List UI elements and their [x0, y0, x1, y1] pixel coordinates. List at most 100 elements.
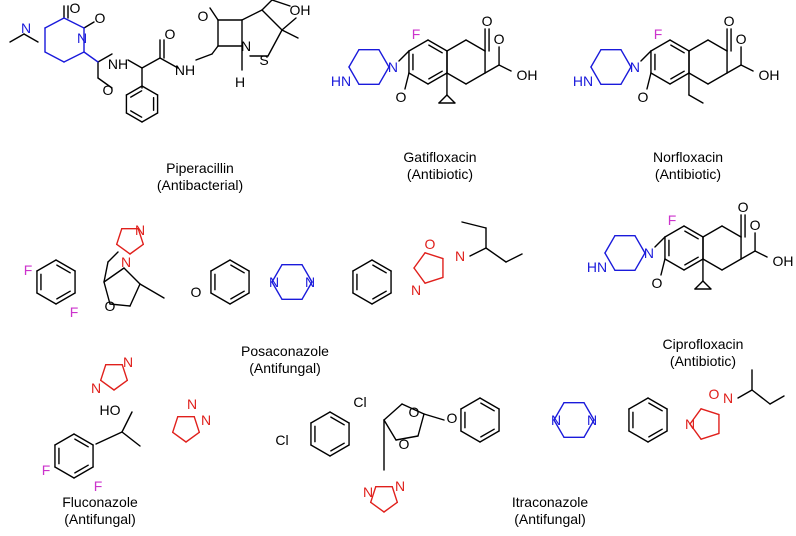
bond: [683, 225, 704, 238]
atom-label: O: [409, 404, 420, 420]
atom-label: OH: [517, 67, 538, 83]
bond: [684, 256, 699, 266]
bond: [670, 44, 685, 54]
bond: [505, 253, 523, 263]
bond: [647, 397, 668, 410]
bond: [383, 501, 399, 513]
bond: [95, 431, 123, 445]
bond: [583, 419, 595, 439]
bond: [427, 39, 448, 52]
compound-name: Ciprofloxacin: [662, 336, 744, 352]
atom-label: O: [750, 217, 761, 233]
bond: [56, 290, 71, 300]
bond: [721, 225, 742, 238]
piperazine-bond-layer: [44, 17, 646, 439]
bond: [640, 50, 652, 62]
atom-label: Cl: [275, 432, 288, 448]
bond: [241, 9, 263, 21]
bond: [329, 444, 350, 457]
bond: [424, 276, 444, 284]
bond: [378, 66, 390, 86]
atom-label: N: [269, 274, 279, 290]
compound-caption-ciprofloxacin: Ciprofloxacin (Antibiotic): [638, 336, 768, 370]
bond: [115, 227, 123, 246]
bond: [664, 225, 685, 238]
bond: [352, 292, 373, 305]
bond: [261, 9, 283, 31]
bond: [702, 225, 723, 238]
atom-label: N: [77, 30, 87, 46]
atom-label: O: [724, 13, 735, 29]
atom-label: O: [736, 31, 747, 47]
atom-label: O: [638, 89, 649, 105]
bond: [465, 39, 486, 52]
bond: [330, 416, 345, 426]
bond: [193, 415, 201, 434]
atom-label: N: [135, 222, 145, 238]
bond: [721, 258, 742, 271]
bond: [369, 501, 385, 513]
bond: [369, 485, 377, 504]
atom-label: N: [644, 245, 654, 261]
atom-label: F: [24, 262, 33, 278]
bond: [171, 431, 187, 443]
atom-label: O: [447, 410, 458, 426]
bond: [127, 59, 143, 69]
bond: [479, 430, 500, 443]
atom-label: O: [95, 10, 106, 26]
atom-label: OH: [290, 2, 311, 18]
atom-label: N: [395, 478, 405, 494]
bond: [301, 281, 313, 301]
bond: [139, 283, 165, 299]
bond: [689, 423, 702, 440]
atom-label: HO: [100, 402, 121, 418]
bond: [654, 236, 666, 248]
bond: [702, 280, 712, 290]
bond: [404, 72, 410, 90]
bond: [267, 29, 283, 57]
bond: [171, 415, 179, 434]
compound-name: Posaconazole: [241, 343, 329, 359]
bond-layer: [9, 0, 785, 479]
atom-label: O: [652, 275, 663, 291]
atom-label: F: [94, 478, 103, 494]
bond: [55, 292, 76, 305]
atom-label: NH: [175, 62, 195, 78]
atom-label: HN: [331, 73, 351, 89]
atom-label: HN: [587, 259, 607, 275]
atom-label: N: [630, 59, 640, 75]
atom-label: O: [198, 8, 209, 24]
bond: [688, 94, 704, 104]
bond: [583, 401, 595, 421]
bond: [689, 408, 702, 425]
bond: [684, 230, 699, 240]
bond: [44, 17, 65, 29]
compound-name: Fluconazole: [62, 494, 138, 510]
bond: [479, 397, 500, 410]
atom-label: HN: [573, 73, 593, 89]
bond: [553, 419, 565, 439]
atom-label: N: [388, 59, 398, 75]
compound-name: Itraconazole: [511, 494, 589, 510]
bond: [129, 283, 141, 307]
bond: [229, 292, 250, 305]
bond: [648, 402, 663, 412]
bond: [130, 90, 143, 98]
bond: [371, 292, 392, 305]
bond: [56, 264, 71, 274]
bond: [660, 258, 666, 276]
compound-class: (Antibiotic): [669, 353, 737, 369]
atom-label: O: [425, 236, 436, 252]
bond: [620, 66, 632, 86]
bond: [310, 444, 331, 457]
bond: [460, 397, 481, 410]
atom-label: N: [91, 380, 101, 396]
bond: [115, 243, 131, 255]
atom-label: N: [685, 416, 695, 432]
atom-label: O: [396, 89, 407, 105]
bond: [73, 466, 94, 479]
bond: [460, 430, 481, 443]
atom-label: OH: [759, 67, 780, 83]
